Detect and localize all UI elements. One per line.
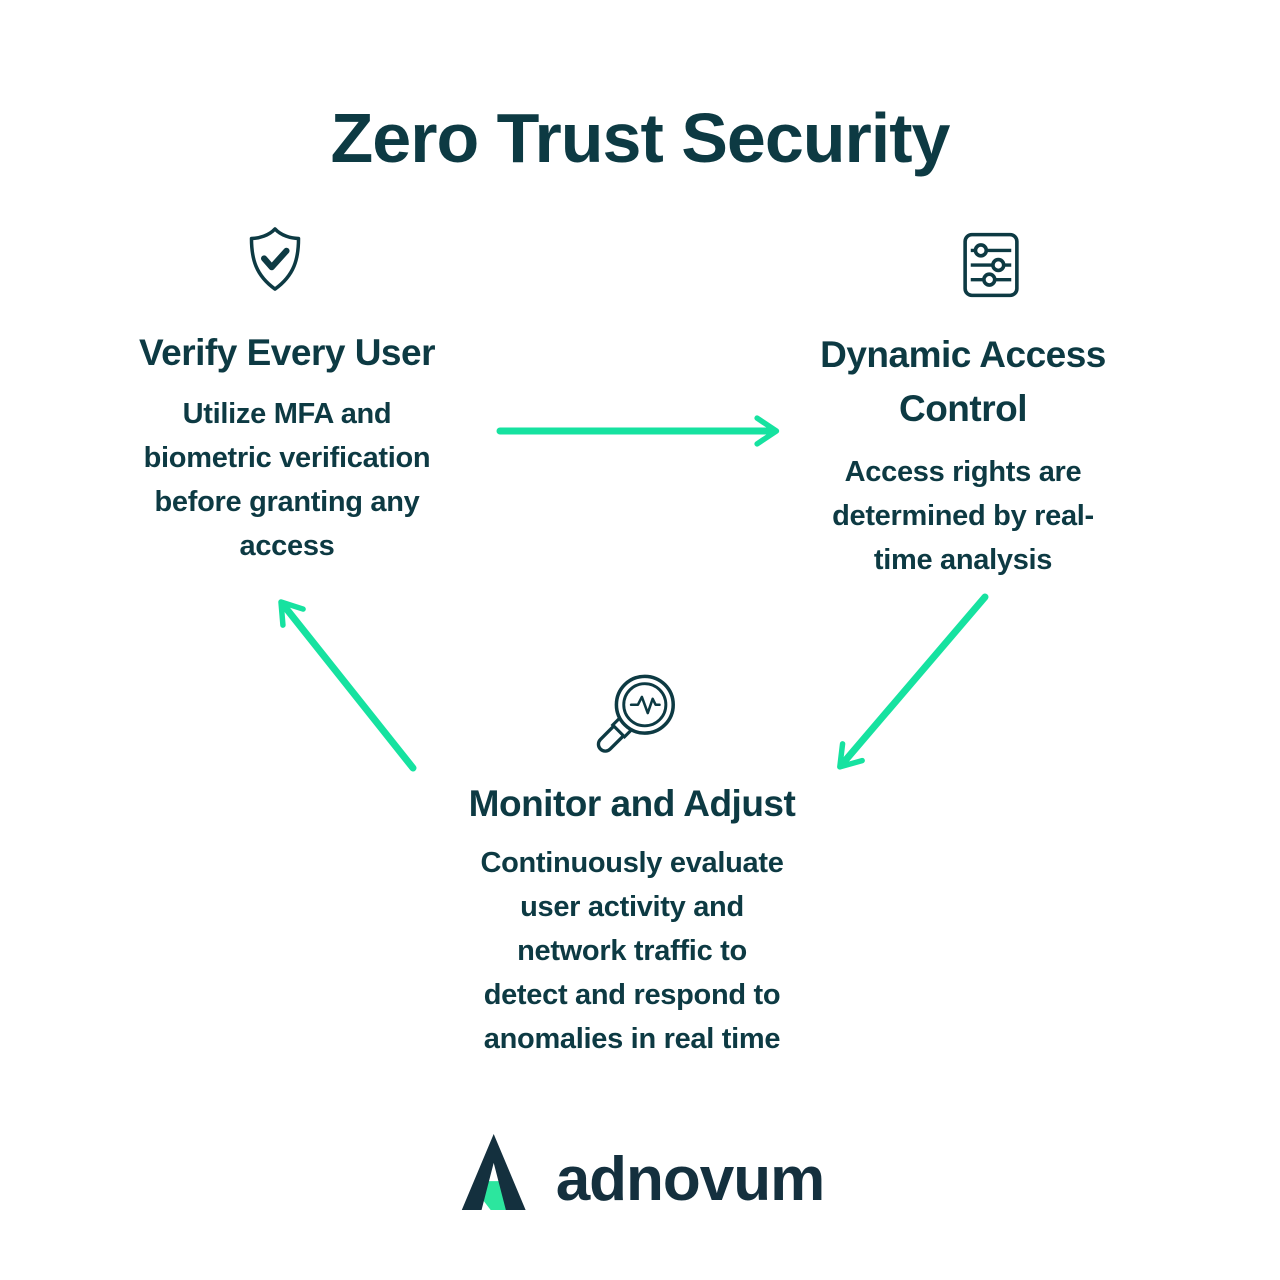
node-monitor-and-adjust: Monitor and Adjust Continuously evaluate… [440, 668, 824, 1061]
magnifier-pulse-icon [596, 674, 675, 753]
shield-check-icon [249, 227, 301, 291]
node-dynamic-access-control: Dynamic Access Control Access rights are… [771, 228, 1155, 582]
node-description: Utilize MFA and biometric verification b… [143, 398, 431, 562]
arrow-monitor-to-verify [278, 599, 417, 772]
arrow-dynamic-to-monitor [837, 593, 989, 770]
node-heading: Dynamic Access Control [820, 334, 1106, 429]
adnovum-logo-mark-icon [461, 1134, 526, 1210]
page-title: Zero Trust Security [330, 99, 951, 177]
node-description: Access rights are determined by real- ti… [832, 456, 1094, 576]
adnovum-logo: adnovum [456, 1133, 825, 1211]
node-verify-every-user: Verify Every User Utilize MFA and biomet… [95, 222, 479, 568]
node-heading: Verify Every User [139, 332, 435, 373]
node-description: Continuously evaluate user activity and … [480, 847, 784, 1055]
adnovum-logo-text: adnovum [555, 1145, 826, 1214]
node-heading: Monitor and Adjust [468, 783, 796, 824]
sliders-icon [963, 232, 1019, 298]
